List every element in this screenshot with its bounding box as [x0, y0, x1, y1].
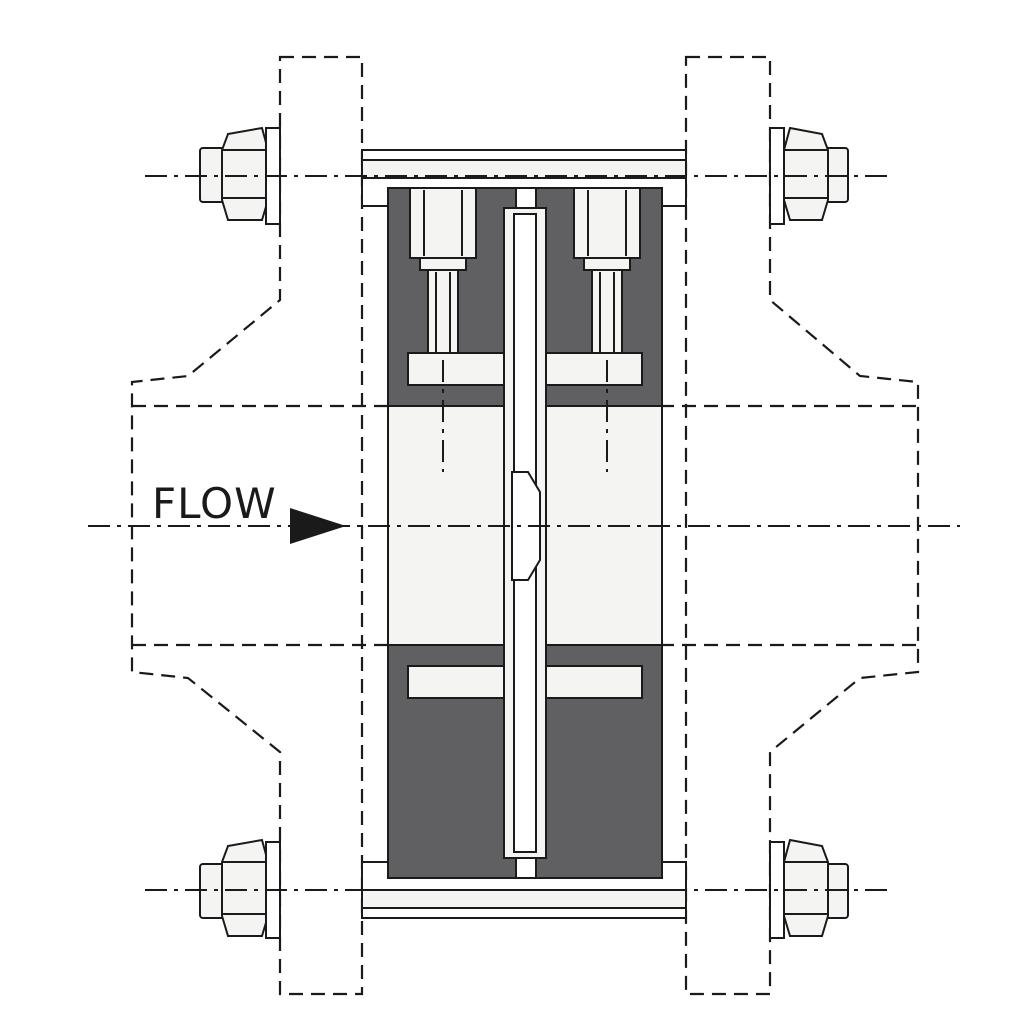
- upper-left-retainer-bar: [407, 352, 505, 386]
- valve-disc: [503, 207, 547, 859]
- flow-label: FLOW: [152, 479, 277, 528]
- left-cap-screw: [409, 187, 477, 355]
- right-flange: [684, 55, 920, 996]
- left-flange: [130, 55, 364, 996]
- right-cap-screw: [573, 187, 641, 355]
- upper-right-retainer-bar: [545, 352, 643, 386]
- flow-arrow-icon: [290, 508, 346, 544]
- lower-right-retainer-bar: [545, 665, 643, 699]
- lower-left-retainer-bar: [407, 665, 505, 699]
- nut-top-left: [199, 126, 281, 225]
- nut-bottom-left: [199, 838, 281, 939]
